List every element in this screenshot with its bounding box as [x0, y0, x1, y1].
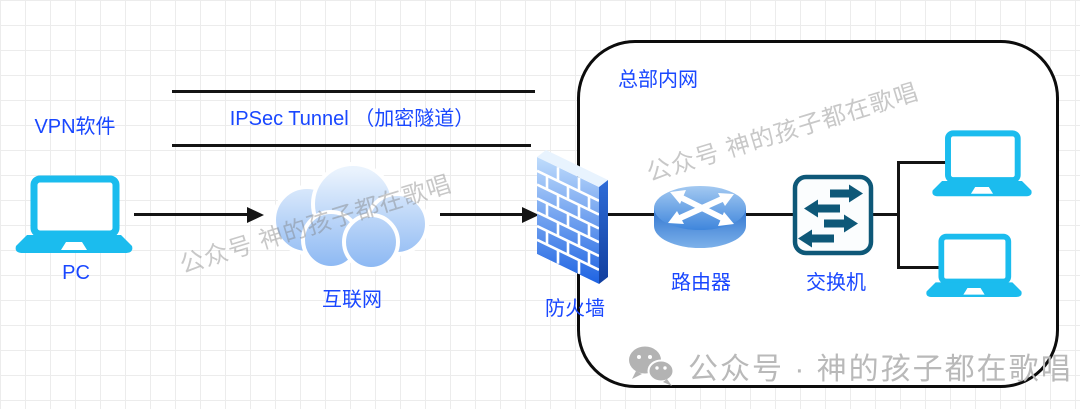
switch-branch-line	[873, 213, 900, 216]
tunnel-label: IPSec Tunnel （加密隧道）	[229, 108, 475, 130]
pc-to-internet-arrowhead	[247, 207, 264, 223]
branch-to-top-laptop-line	[897, 161, 946, 164]
router-icon	[654, 186, 746, 248]
tunnel-top-line	[172, 90, 535, 93]
switch-label: 交换机	[806, 272, 866, 294]
internet-to-firewall-arrowhead	[522, 207, 539, 223]
branch-vertical-line	[897, 161, 900, 269]
vpn-software-label: VPN软件	[34, 116, 116, 138]
router-label: 路由器	[671, 272, 731, 294]
pc-label: PC	[62, 262, 90, 284]
hq-intranet-label: 总部内网	[618, 69, 698, 91]
laptop-icon	[932, 130, 1032, 197]
branch-to-bottom-laptop-line	[897, 266, 940, 269]
internet-label: 互联网	[322, 289, 382, 311]
firewall-to-router-line	[606, 213, 660, 216]
firewall-label: 防火墙	[545, 298, 605, 320]
switch-icon	[792, 174, 874, 256]
pc-to-internet-line	[134, 213, 249, 216]
firewall-icon	[537, 150, 608, 284]
tunnel-bottom-line	[172, 144, 531, 147]
laptop-icon	[926, 233, 1022, 298]
internet-to-firewall-line	[440, 213, 524, 216]
internet-cloud-icon	[272, 162, 429, 271]
router-to-switch-line	[746, 213, 794, 216]
laptop-icon	[15, 175, 133, 253]
